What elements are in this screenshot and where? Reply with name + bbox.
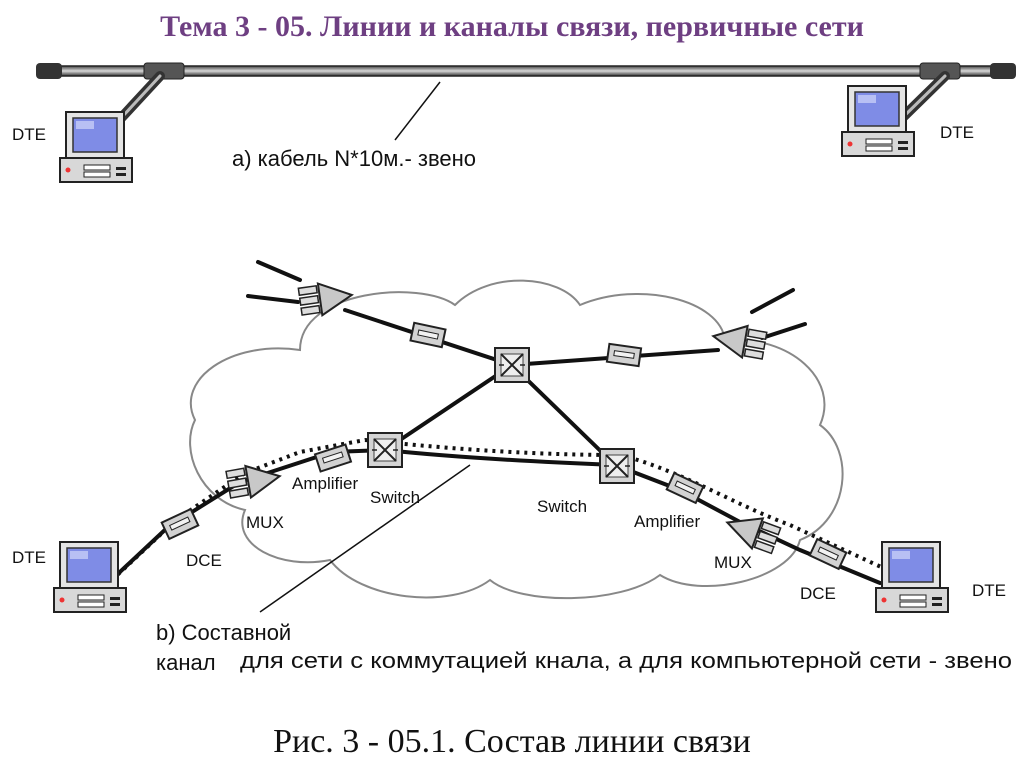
mux-label-right: MUX [714, 553, 752, 572]
switch-label-right: Switch [537, 497, 587, 516]
external-links [246, 260, 807, 340]
composite-label-line1: b) Составной [156, 620, 291, 645]
mux-icon [720, 506, 783, 557]
dte-label-bottom-left: DTE [12, 548, 46, 567]
amplifier-icon [665, 472, 705, 504]
computer-icon [53, 541, 127, 613]
dce-icon [808, 538, 848, 570]
figure-caption: Рис. 3 - 05.1. Состав линии связи [273, 723, 751, 760]
computer-icon [875, 541, 949, 613]
switch-label-left: Switch [370, 488, 420, 507]
amplifier-icon [605, 342, 643, 368]
mux-label-left: MUX [246, 513, 284, 532]
page-title: Тема 3 - 05. Линии и каналы связи, перви… [160, 10, 864, 43]
dce-icon [160, 508, 200, 540]
computer-icon [59, 111, 133, 183]
network-cloud [189, 279, 844, 600]
dte-label-top-left: DTE [12, 125, 46, 144]
composite-label-rest: для сети с коммутацией кнала, а для комп… [240, 648, 1012, 673]
switch-icon [367, 432, 403, 468]
switch-icon [599, 448, 635, 484]
dte-label-bottom-right: DTE [972, 581, 1006, 600]
dte-label-top-right: DTE [940, 123, 974, 142]
switch-icon [494, 347, 530, 383]
pointer-line [259, 464, 471, 613]
coax-cable [36, 62, 1016, 141]
amplifier-icon [409, 321, 447, 349]
mux-icon [224, 459, 284, 502]
dce-label-left: DCE [186, 551, 222, 570]
dce-label-right: DCE [800, 584, 836, 603]
composite-label-line2: канал [156, 650, 216, 675]
cable-label: а) кабель N*10м.- звено [232, 146, 476, 171]
computer-icon [841, 85, 915, 157]
amplifier-label-right: Amplifier [634, 512, 700, 531]
amplifier-label-left: Amplifier [292, 474, 358, 493]
